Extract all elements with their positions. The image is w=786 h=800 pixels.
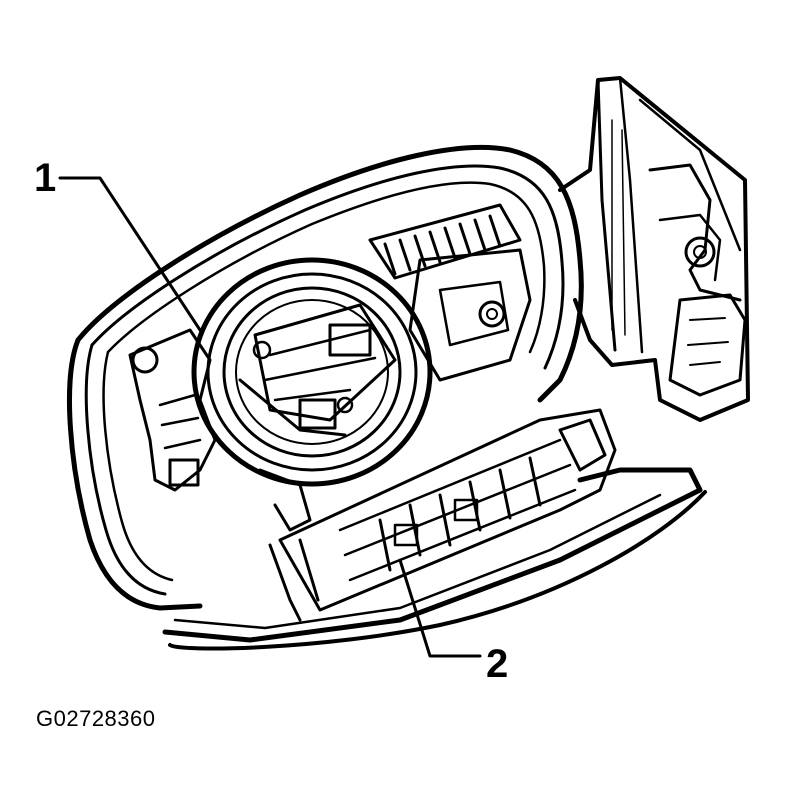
turn-signal-lamp: [162, 408, 707, 651]
left-actuator: [128, 328, 312, 532]
leader-lines: [58, 176, 482, 658]
leader-line-1: [58, 176, 202, 332]
leader-line-2: [398, 558, 482, 658]
mounting-bracket: [558, 76, 750, 422]
figure-id: G02728360: [36, 706, 156, 731]
callout-2-label: 2: [486, 642, 509, 686]
drive-rail: [368, 203, 532, 382]
callout-1-label: 1: [34, 156, 57, 200]
adjustment-motor: [191, 257, 433, 487]
mirror-housing: [67, 144, 584, 611]
